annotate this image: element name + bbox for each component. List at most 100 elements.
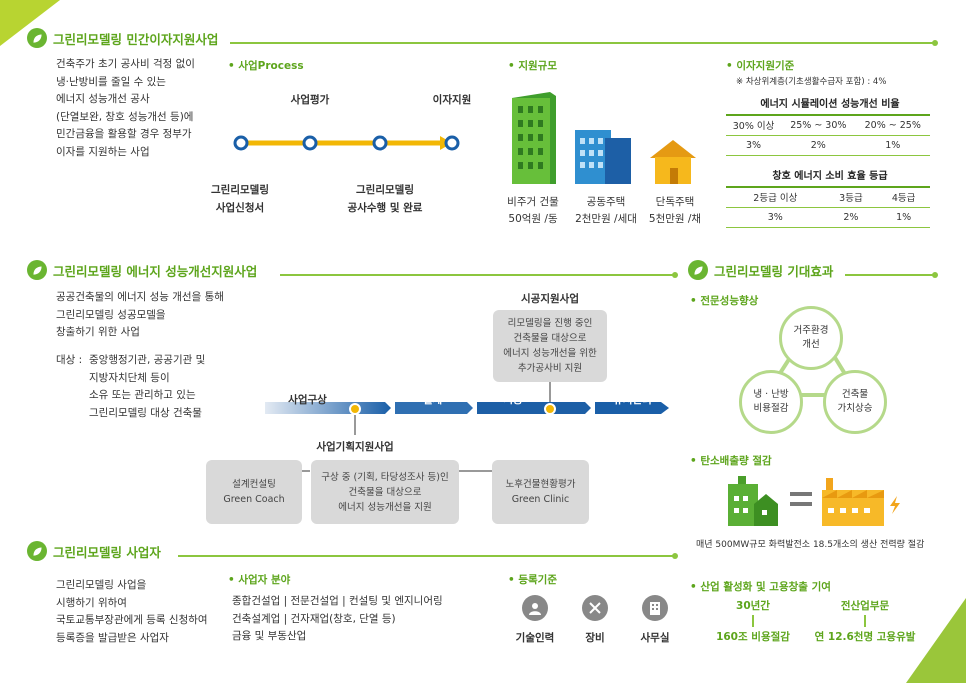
table-header-cell: 3등급 bbox=[824, 186, 878, 208]
table-header-cell: 2등급 이상 bbox=[726, 186, 825, 208]
industry-label: 30년간 bbox=[736, 600, 770, 612]
carbon-note: 매년 500MW규모 화력발전소 18.5개소의 생산 전력량 절감 bbox=[696, 540, 925, 550]
stage-label: 사업구상 bbox=[288, 394, 327, 406]
process-heading: • 사업Process bbox=[228, 60, 304, 72]
divider-dot bbox=[672, 553, 678, 559]
office-building-icon bbox=[512, 92, 556, 184]
effect-heading: • 탄소배출량 절감 bbox=[690, 455, 772, 467]
power-plant-icon bbox=[822, 478, 884, 526]
table-cell: 1% bbox=[855, 135, 930, 156]
section-divider bbox=[280, 274, 675, 276]
effect-circle: 건축물 가치상승 bbox=[823, 370, 887, 434]
registration-item: 기술인력 bbox=[515, 632, 555, 644]
table-cell: 1% bbox=[877, 207, 930, 228]
connector-line bbox=[549, 382, 551, 404]
process-node bbox=[302, 135, 318, 151]
table-header-cell: 25% ~ 30% bbox=[781, 114, 856, 136]
plan-title: 사업기획지원사업 bbox=[316, 441, 394, 453]
leaf-icon bbox=[27, 260, 47, 280]
section-divider bbox=[845, 274, 935, 276]
process-step-label: 그린리모델링 사업신청서 bbox=[211, 184, 269, 214]
process-node bbox=[233, 135, 249, 151]
industry-value: 연 12.6천명 고용유발 bbox=[814, 631, 916, 643]
section-title-text: 그린리모델링 에너지 성능개선지원사업 bbox=[53, 263, 258, 279]
table-caption: 창호 에너지 소비 효율 등급 bbox=[772, 171, 888, 182]
table-header-cell: 20% ~ 25% bbox=[855, 114, 930, 136]
corner-decoration bbox=[0, 0, 60, 46]
table-cell: 2% bbox=[781, 135, 856, 156]
process-arrow bbox=[233, 135, 460, 151]
house-icon bbox=[650, 140, 696, 184]
table-cell: 3% bbox=[726, 135, 782, 156]
support-box: 리모델링을 진행 중인 건축물을 대상으로 에너지 성능개선을 위한 추가공사비… bbox=[493, 310, 607, 382]
section-divider bbox=[178, 555, 675, 557]
industry-label: 전산업부문 bbox=[840, 600, 890, 612]
section-title: 그린리모델링 사업자 bbox=[27, 541, 161, 561]
section-divider bbox=[230, 42, 934, 44]
scale-heading: • 지원규모 bbox=[508, 60, 558, 72]
equals-icon bbox=[790, 492, 812, 496]
stage-marker bbox=[544, 403, 556, 415]
section-description: 그린리모델링 사업을 시행하기 위하여 국토교통부장관에게 등록 신청하여 등록… bbox=[56, 579, 208, 644]
process-step-label: 이자지원 bbox=[432, 94, 472, 106]
stage-label: 설계 bbox=[422, 394, 443, 406]
section-description: 건축주가 초기 공사비 걱정 없이 냉·난방비를 줄일 수 있는 에너지 성능개… bbox=[56, 58, 195, 158]
office-icon bbox=[642, 595, 668, 621]
process-node bbox=[372, 135, 388, 151]
table-header-cell: 4등급 bbox=[877, 186, 930, 208]
tools-icon bbox=[582, 595, 608, 621]
divider-dot bbox=[932, 272, 938, 278]
section-title-text: 그린리모델링 민간이자지원사업 bbox=[53, 31, 219, 47]
leaf-icon bbox=[688, 260, 708, 280]
section-title-text: 그린리모델링 기대효과 bbox=[714, 263, 834, 279]
connector-line bbox=[458, 470, 492, 472]
equals-icon bbox=[790, 502, 812, 506]
criteria-heading: • 이자지원기준 bbox=[726, 60, 795, 72]
connector-line bbox=[354, 415, 356, 435]
apartment-icon bbox=[575, 130, 631, 184]
target-label: 대상 : bbox=[56, 354, 83, 366]
effect-circle: 거주환경 개선 bbox=[779, 306, 843, 370]
lightning-icon bbox=[890, 496, 900, 514]
effect-heading: • 전문성능향상 bbox=[690, 295, 759, 307]
divider-dot bbox=[672, 272, 678, 278]
table-header-cell: 30% 이상 bbox=[726, 114, 782, 136]
divider-dot bbox=[932, 40, 938, 46]
plan-box: 설계컨설팅 Green Coach bbox=[206, 460, 302, 524]
corner-decoration bbox=[906, 598, 966, 683]
target-text: 중앙행정기관, 공공기관 및 지방자치단체 등이 소유 또는 관리하고 있는 그… bbox=[89, 354, 206, 419]
registration-item: 사무실 bbox=[640, 632, 670, 644]
leaf-icon bbox=[27, 541, 47, 561]
section-title: 그린리모델링 민간이자지원사업 bbox=[27, 28, 218, 48]
leaf-icon bbox=[27, 28, 47, 48]
table-cell: 2% bbox=[824, 207, 878, 228]
stage-label: 시공 bbox=[503, 394, 523, 406]
table-caption: 에너지 시뮬레이션 성능개선 비율 bbox=[760, 99, 900, 110]
field-list: 종합건설업 | 전문건설업 | 컨설팅 및 엔지니어링 건축설계업 | 건자재업… bbox=[232, 595, 443, 642]
industry-value: 160조 비용절감 bbox=[716, 631, 790, 643]
process-node bbox=[444, 135, 460, 151]
table-cell: 3% bbox=[726, 207, 825, 228]
stage-label: 유지관리 bbox=[613, 394, 652, 406]
window-grade-table: 2등급 이상 3등급 4등급 3% 2% 1% bbox=[726, 186, 930, 228]
effect-circle: 냉 · 난방 비용절감 bbox=[739, 370, 803, 434]
section-title: 그린리모델링 에너지 성능개선지원사업 bbox=[27, 260, 257, 280]
registration-heading: • 등록기준 bbox=[508, 574, 558, 586]
connector-line bbox=[752, 615, 754, 627]
registration-item: 장비 bbox=[585, 632, 605, 644]
connector-line bbox=[864, 615, 866, 627]
plan-box: 구상 중 (기획, 타당성조사 등)인 건축물을 대상으로 에너지 성능개선을 … bbox=[311, 460, 459, 524]
section-title: 그린리모델링 기대효과 bbox=[688, 260, 833, 280]
section-description: 공공건축물의 에너지 성능 개선을 통해 그린리모델링 성공모델을 창출하기 위… bbox=[56, 291, 224, 338]
section-title-text: 그린리모델링 사업자 bbox=[53, 544, 161, 560]
field-heading: • 사업자 분야 bbox=[228, 574, 291, 586]
criteria-note: ※ 차상위계층(기초생활수급자 포함) : 4% bbox=[736, 77, 887, 87]
stage-marker bbox=[349, 403, 361, 415]
green-factory-icon bbox=[728, 476, 778, 526]
support-title: 시공지원사업 bbox=[521, 293, 579, 305]
energy-ratio-table: 30% 이상 25% ~ 30% 20% ~ 25% 3% 2% 1% bbox=[726, 114, 930, 156]
